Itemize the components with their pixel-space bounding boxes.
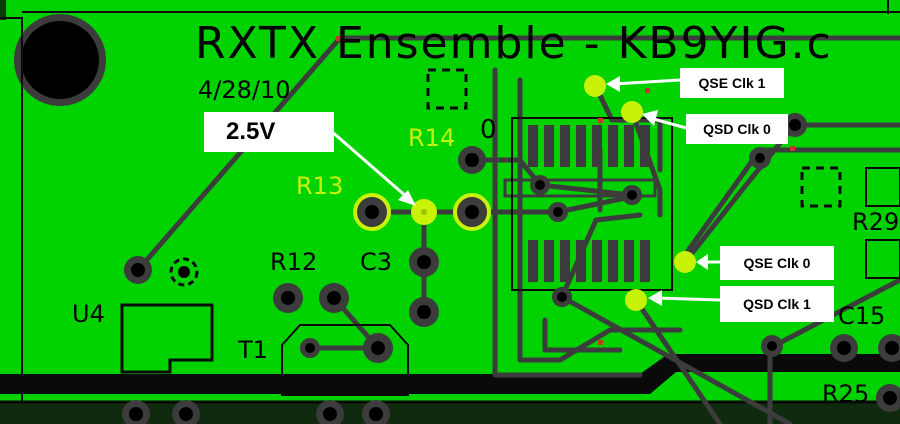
arrow-qse-clk-1 [613, 78, 681, 86]
via-ic-1 [530, 175, 550, 195]
board-corner [0, 0, 6, 20]
smd-pad-r29a [865, 167, 900, 207]
label-r25: R25 [822, 380, 869, 408]
u4-footprint [120, 256, 214, 374]
smd-pad-r29b [865, 239, 900, 279]
arrow-qse-clk-0-head [696, 254, 708, 270]
ic-footprint [503, 125, 657, 282]
highlighted-pads [353, 75, 696, 311]
board-date: 4/28/10 [198, 76, 291, 104]
label-r13: R13 [296, 172, 343, 200]
power-band [0, 354, 900, 424]
trace-qsd-clk1 [633, 297, 723, 424]
mounting-hole [14, 14, 106, 106]
arrow-qsd-clk-0 [649, 116, 687, 130]
via-ic-3 [622, 185, 642, 205]
empty-footprint-group [426, 68, 842, 208]
callout-qse-clk-0: QSE Clk 0 [720, 246, 834, 280]
board-title: RXTX Ensemble - KB9YIG.c [195, 18, 833, 69]
pad-bottom-3 [316, 400, 344, 424]
pad-t1-right [363, 333, 393, 363]
label-t1: T1 [237, 336, 268, 364]
pad-r25 [876, 384, 900, 412]
label-c3: C3 [360, 248, 392, 276]
pad-r14-bottom [453, 193, 491, 231]
arrow-voltage [329, 128, 409, 200]
callout-qsd-clk-0: QSD Clk 0 [686, 114, 788, 144]
pad-t1-left [300, 338, 320, 358]
ic-outline [511, 117, 673, 291]
trace-long-bus [492, 67, 643, 378]
trace-ic-mid [537, 182, 635, 198]
via-ic-2 [548, 202, 568, 222]
trace-ic-bus [517, 77, 683, 363]
pad-r13-r14-node [411, 199, 437, 225]
pad-qsd-clk-1 [625, 289, 647, 311]
pad-r13-left [353, 193, 391, 231]
trace-ic-low [559, 212, 643, 300]
callout-arrows [329, 76, 721, 306]
board-outline-left [0, 17, 23, 424]
pad-bottom-1 [122, 400, 150, 424]
red-marks [336, 36, 795, 345]
label-r29: R29 [852, 208, 899, 236]
label-r14: R14 [408, 124, 455, 152]
pad-c3-bottom [409, 297, 439, 327]
pad-r14-top [458, 146, 486, 174]
trace-right-lower [767, 277, 900, 351]
pad-r12-left [273, 283, 303, 313]
pad-bottom-4 [362, 400, 390, 424]
via-ic-4 [552, 287, 572, 307]
callout-qse-clk-1: QSE Clk 1 [680, 68, 784, 98]
arrow-voltage-head [398, 190, 416, 206]
through-hole-pads [122, 113, 900, 424]
via-right-3 [761, 335, 783, 357]
via-right-2 [749, 147, 771, 169]
pad-bottom-2 [172, 400, 200, 424]
right-smd-pads [865, 167, 900, 279]
pad-qsd-clk-0 [621, 101, 643, 123]
pad-qse-clk-1 [584, 75, 606, 97]
t1-outline [281, 324, 409, 396]
pad-c15-left [830, 334, 858, 362]
via-right-1 [783, 113, 807, 137]
callout-voltage: 2.5V [204, 112, 334, 152]
label-r12: R12 [270, 248, 317, 276]
callout-qsd-clk-1: QSD Clk 1 [720, 286, 834, 322]
empty-footprint-right [800, 166, 842, 208]
trace-ic-loop [542, 317, 623, 353]
arrow-qsd-clk-1 [655, 296, 721, 302]
arrow-qsd-clk-0-head [642, 110, 658, 126]
pad-c15-right [878, 334, 900, 362]
arrow-qse-clk-1-head [606, 76, 620, 92]
label-c15: C15 [838, 302, 885, 330]
pad-r12-right [319, 283, 349, 313]
pad-c3-top [409, 247, 439, 277]
empty-footprint-top [426, 68, 468, 110]
arrow-qsd-clk-1-head [648, 290, 662, 306]
pad-qse-clk-0 [674, 251, 696, 273]
label-zero: 0 [480, 115, 497, 145]
label-u4: U4 [72, 300, 105, 328]
